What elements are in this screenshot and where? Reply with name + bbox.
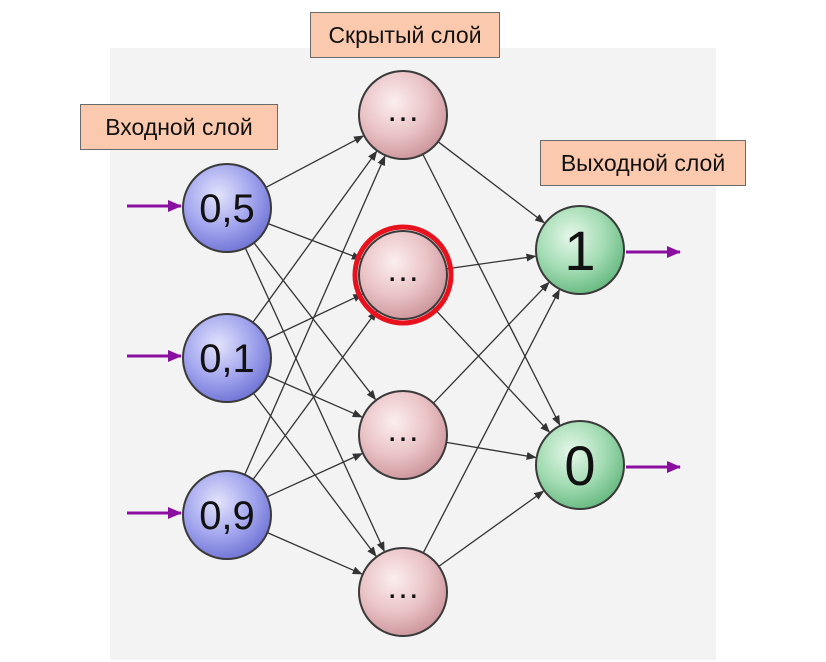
edge-hidden-1-output-2 [422,153,561,426]
edge-input-3-hidden-4 [267,532,363,575]
input-node-1-circle [182,163,272,253]
output-node-2: 0 [535,420,625,510]
hidden-node-4-value: … [386,568,420,606]
hidden-node-3-value: … [386,411,420,449]
edge-hidden-2-output-2 [432,306,551,433]
hidden-node-2: … [352,224,454,326]
input-node-2-value: 0,1 [199,337,255,381]
edge-hidden-2-output-1 [446,253,537,270]
edge-hidden-3-output-1 [432,281,550,404]
input-node-1-value: 0,5 [199,187,255,231]
edge-hidden-3-output-2 [446,441,537,460]
output-layer-label: Выходной слой [540,140,746,186]
hidden-node-2-circle [358,230,448,320]
edge-hidden-1-output-1 [437,141,546,224]
hidden-node-1-value: … [386,91,420,129]
hidden-layer-label: Скрытый слой [310,12,500,58]
edge-input-3-hidden-1 [244,155,386,475]
edge-input-3-hidden-2 [252,310,377,480]
input-node-2-circle [182,313,272,403]
edge-input-1-hidden-4 [244,247,385,553]
hidden-node-4-circle [358,547,448,637]
edge-input-1-hidden-2 [267,223,362,260]
hidden-node-3: … [358,390,448,480]
input-node-3-circle [182,470,272,560]
edge-input-1-hidden-1 [265,135,365,189]
input-node-3: 0,9 [182,470,272,560]
input-node-1: 0,5 [182,163,272,253]
edge-input-1-hidden-3 [253,242,377,401]
edge-input-2-hidden-1 [252,150,378,323]
highlight-ring [352,224,454,326]
output-node-2-circle [535,420,625,510]
hidden-node-1: … [358,70,448,160]
output-node-1-value: 1 [564,219,595,282]
hidden-node-2-value: … [386,251,420,289]
output-node-2-value: 0 [564,434,595,497]
input-node-2: 0,1 [182,313,272,403]
edge-hidden-4-output-2 [438,490,545,567]
output-node-1-circle [535,205,625,295]
edge-hidden-4-output-1 [422,289,560,554]
edge-input-3-hidden-3 [266,453,363,498]
input-layer-label: Входной слой [80,104,278,150]
input-node-3-value: 0,9 [199,494,255,538]
hidden-node-1-circle [358,70,448,160]
hidden-node-4: … [358,547,448,637]
hidden-node-3-circle [358,390,448,480]
output-node-1: 1 [535,205,625,295]
